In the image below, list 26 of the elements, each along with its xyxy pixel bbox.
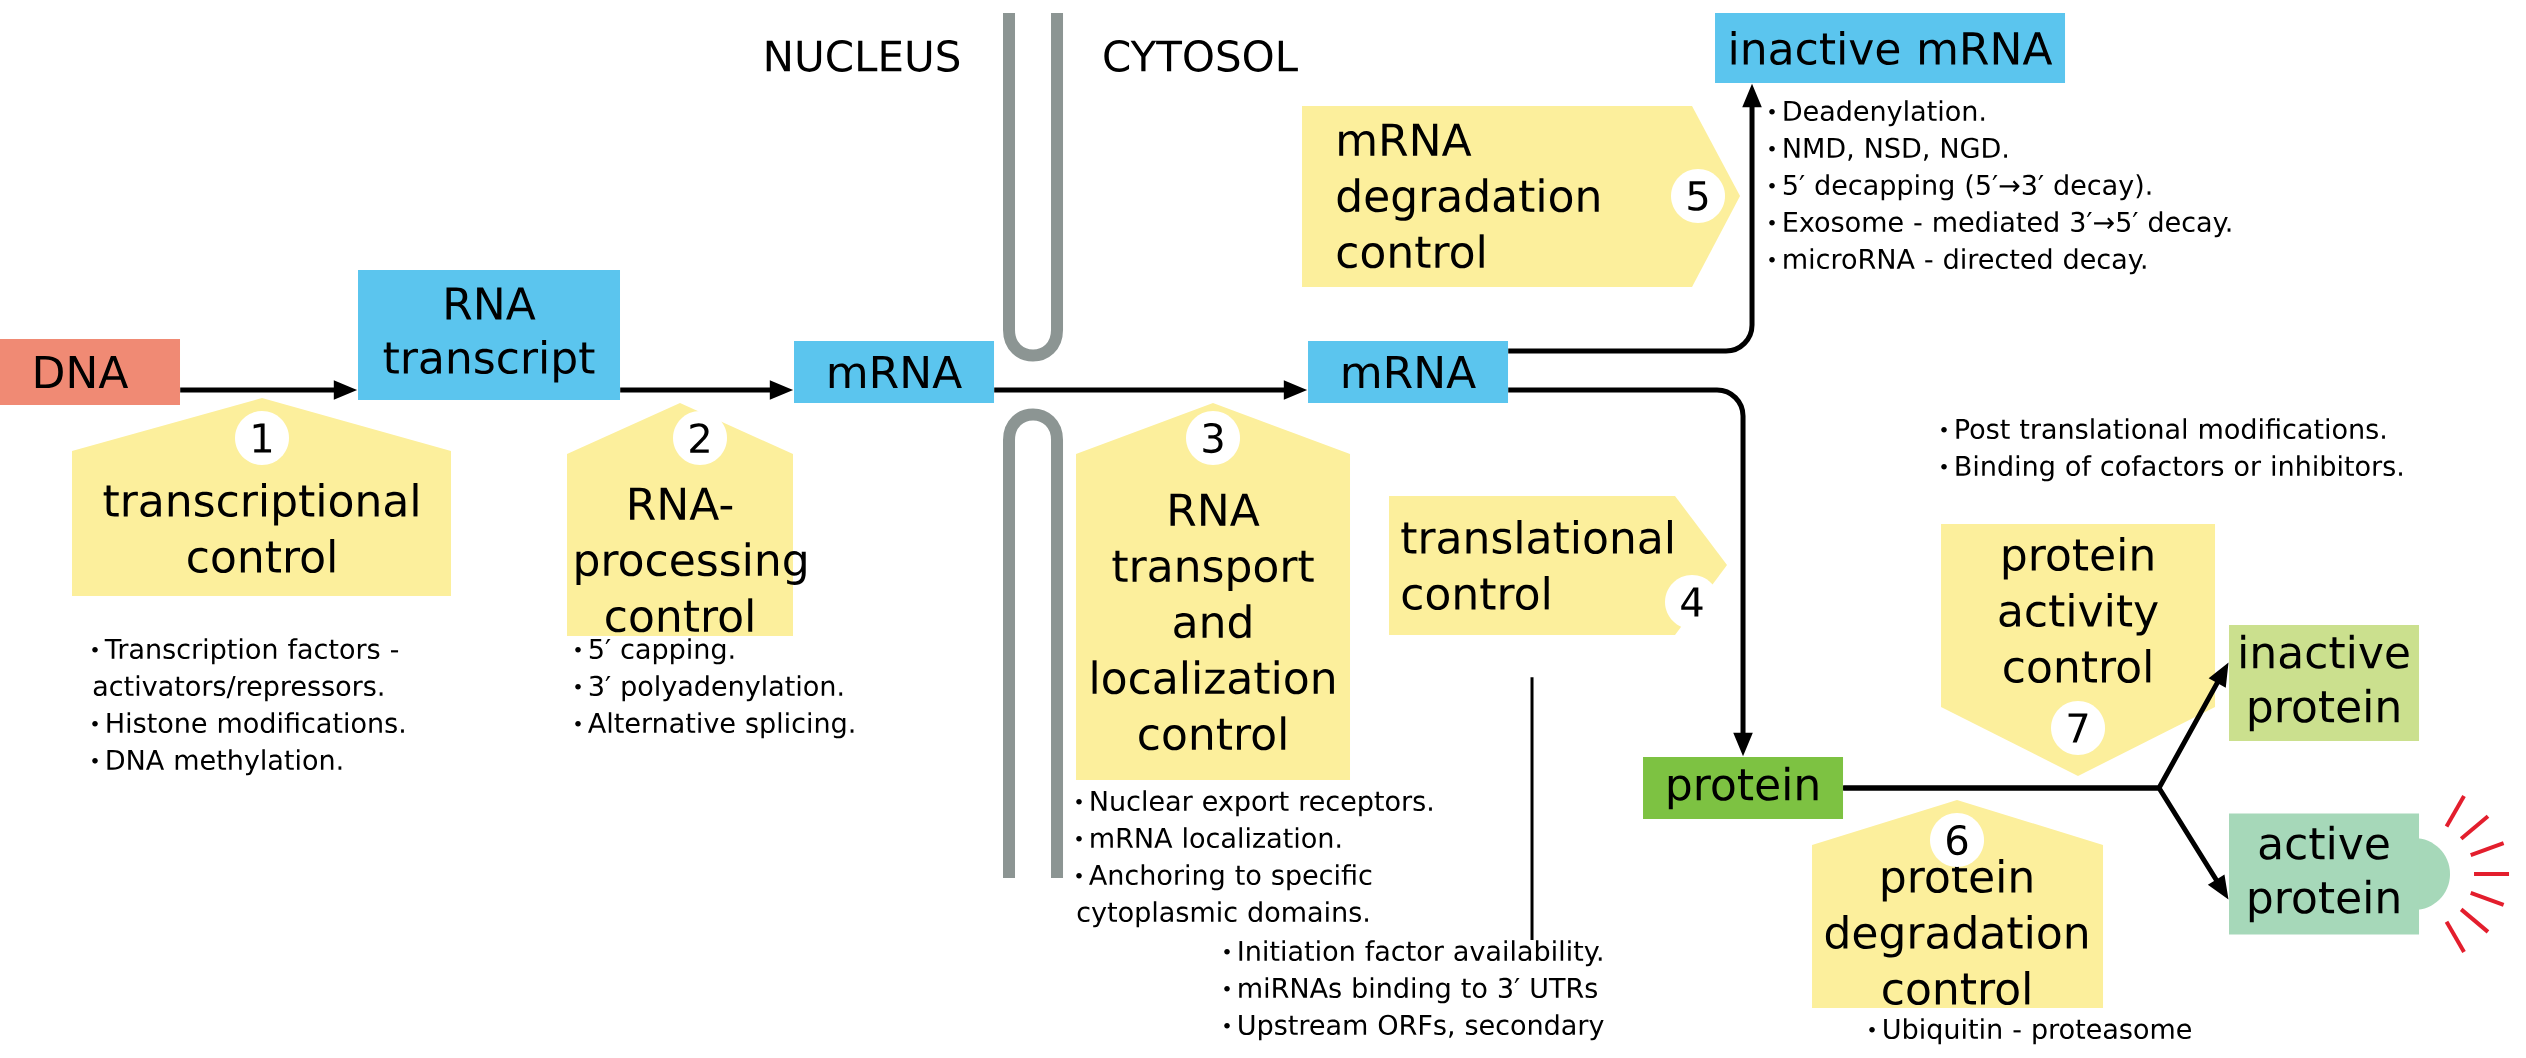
- rna-box: RNA transcript: [358, 270, 620, 400]
- bullet-list: Post translational modifications. Binding of cofactors or inhibitors.: [1941, 418, 2402, 482]
- protein-box: inactive protein: [2229, 625, 2420, 741]
- rna-box: mRNA: [794, 341, 994, 403]
- bullet-list: Initiation factor availability. miRNAs binding to 3′ UTRs Upstream ORFs, secondary: [1224, 940, 1604, 1041]
- bullet-list: Nuclear export receptors. mRNA localization. Anchoring to specific cytoplasmic domains.: [1076, 790, 1432, 928]
- node-label: Initiation factor availability.: [1239, 940, 1602, 967]
- dna-box: DNA: [0, 339, 180, 405]
- bullet-list: Deadenylation. NMD, NSD, NGD. 5′ decapping (5′→3′ decay). Exosome - mediated 3′→5′ decay. microRNA - directed decay.: [1769, 100, 2231, 275]
- region-label: NUCLEUS: [766, 40, 960, 72]
- label: Exosome - mediated 3′→5′ decay.: [1784, 211, 2231, 238]
- protein-box: active protein: [2229, 795, 2510, 953]
- node-label: Upstream ORFs, secondary: [1239, 1014, 1604, 1041]
- label: NMD, NSD, NGD.: [1784, 137, 2007, 161]
- protein-box: protein: [1643, 757, 1843, 819]
- label: microRNA - directed decay.: [1784, 248, 2146, 275]
- bullet-list: 5′ capping. 3′ polyadenylation. Alternative splicing.: [575, 638, 854, 739]
- bullet-list: Transcription factors - activators/repressors. Histone modifications. DNA methylation.: [92, 638, 404, 776]
- label: 5′ decapping (5′→3′ decay).: [1783, 174, 2151, 201]
- node-label: miRNAs binding to 3′ UTRs: [1239, 977, 1597, 1004]
- bullet-list: Ubiquitin - proteasome: [1869, 1018, 2191, 1045]
- region-label: CYTOSOL: [1104, 40, 1298, 72]
- rna-box: mRNA: [1308, 341, 1508, 403]
- label: Deadenylation.: [1784, 100, 1985, 127]
- rna-box: inactive mRNA: [1715, 13, 2066, 83]
- leader-line: [1530, 677, 1534, 940]
